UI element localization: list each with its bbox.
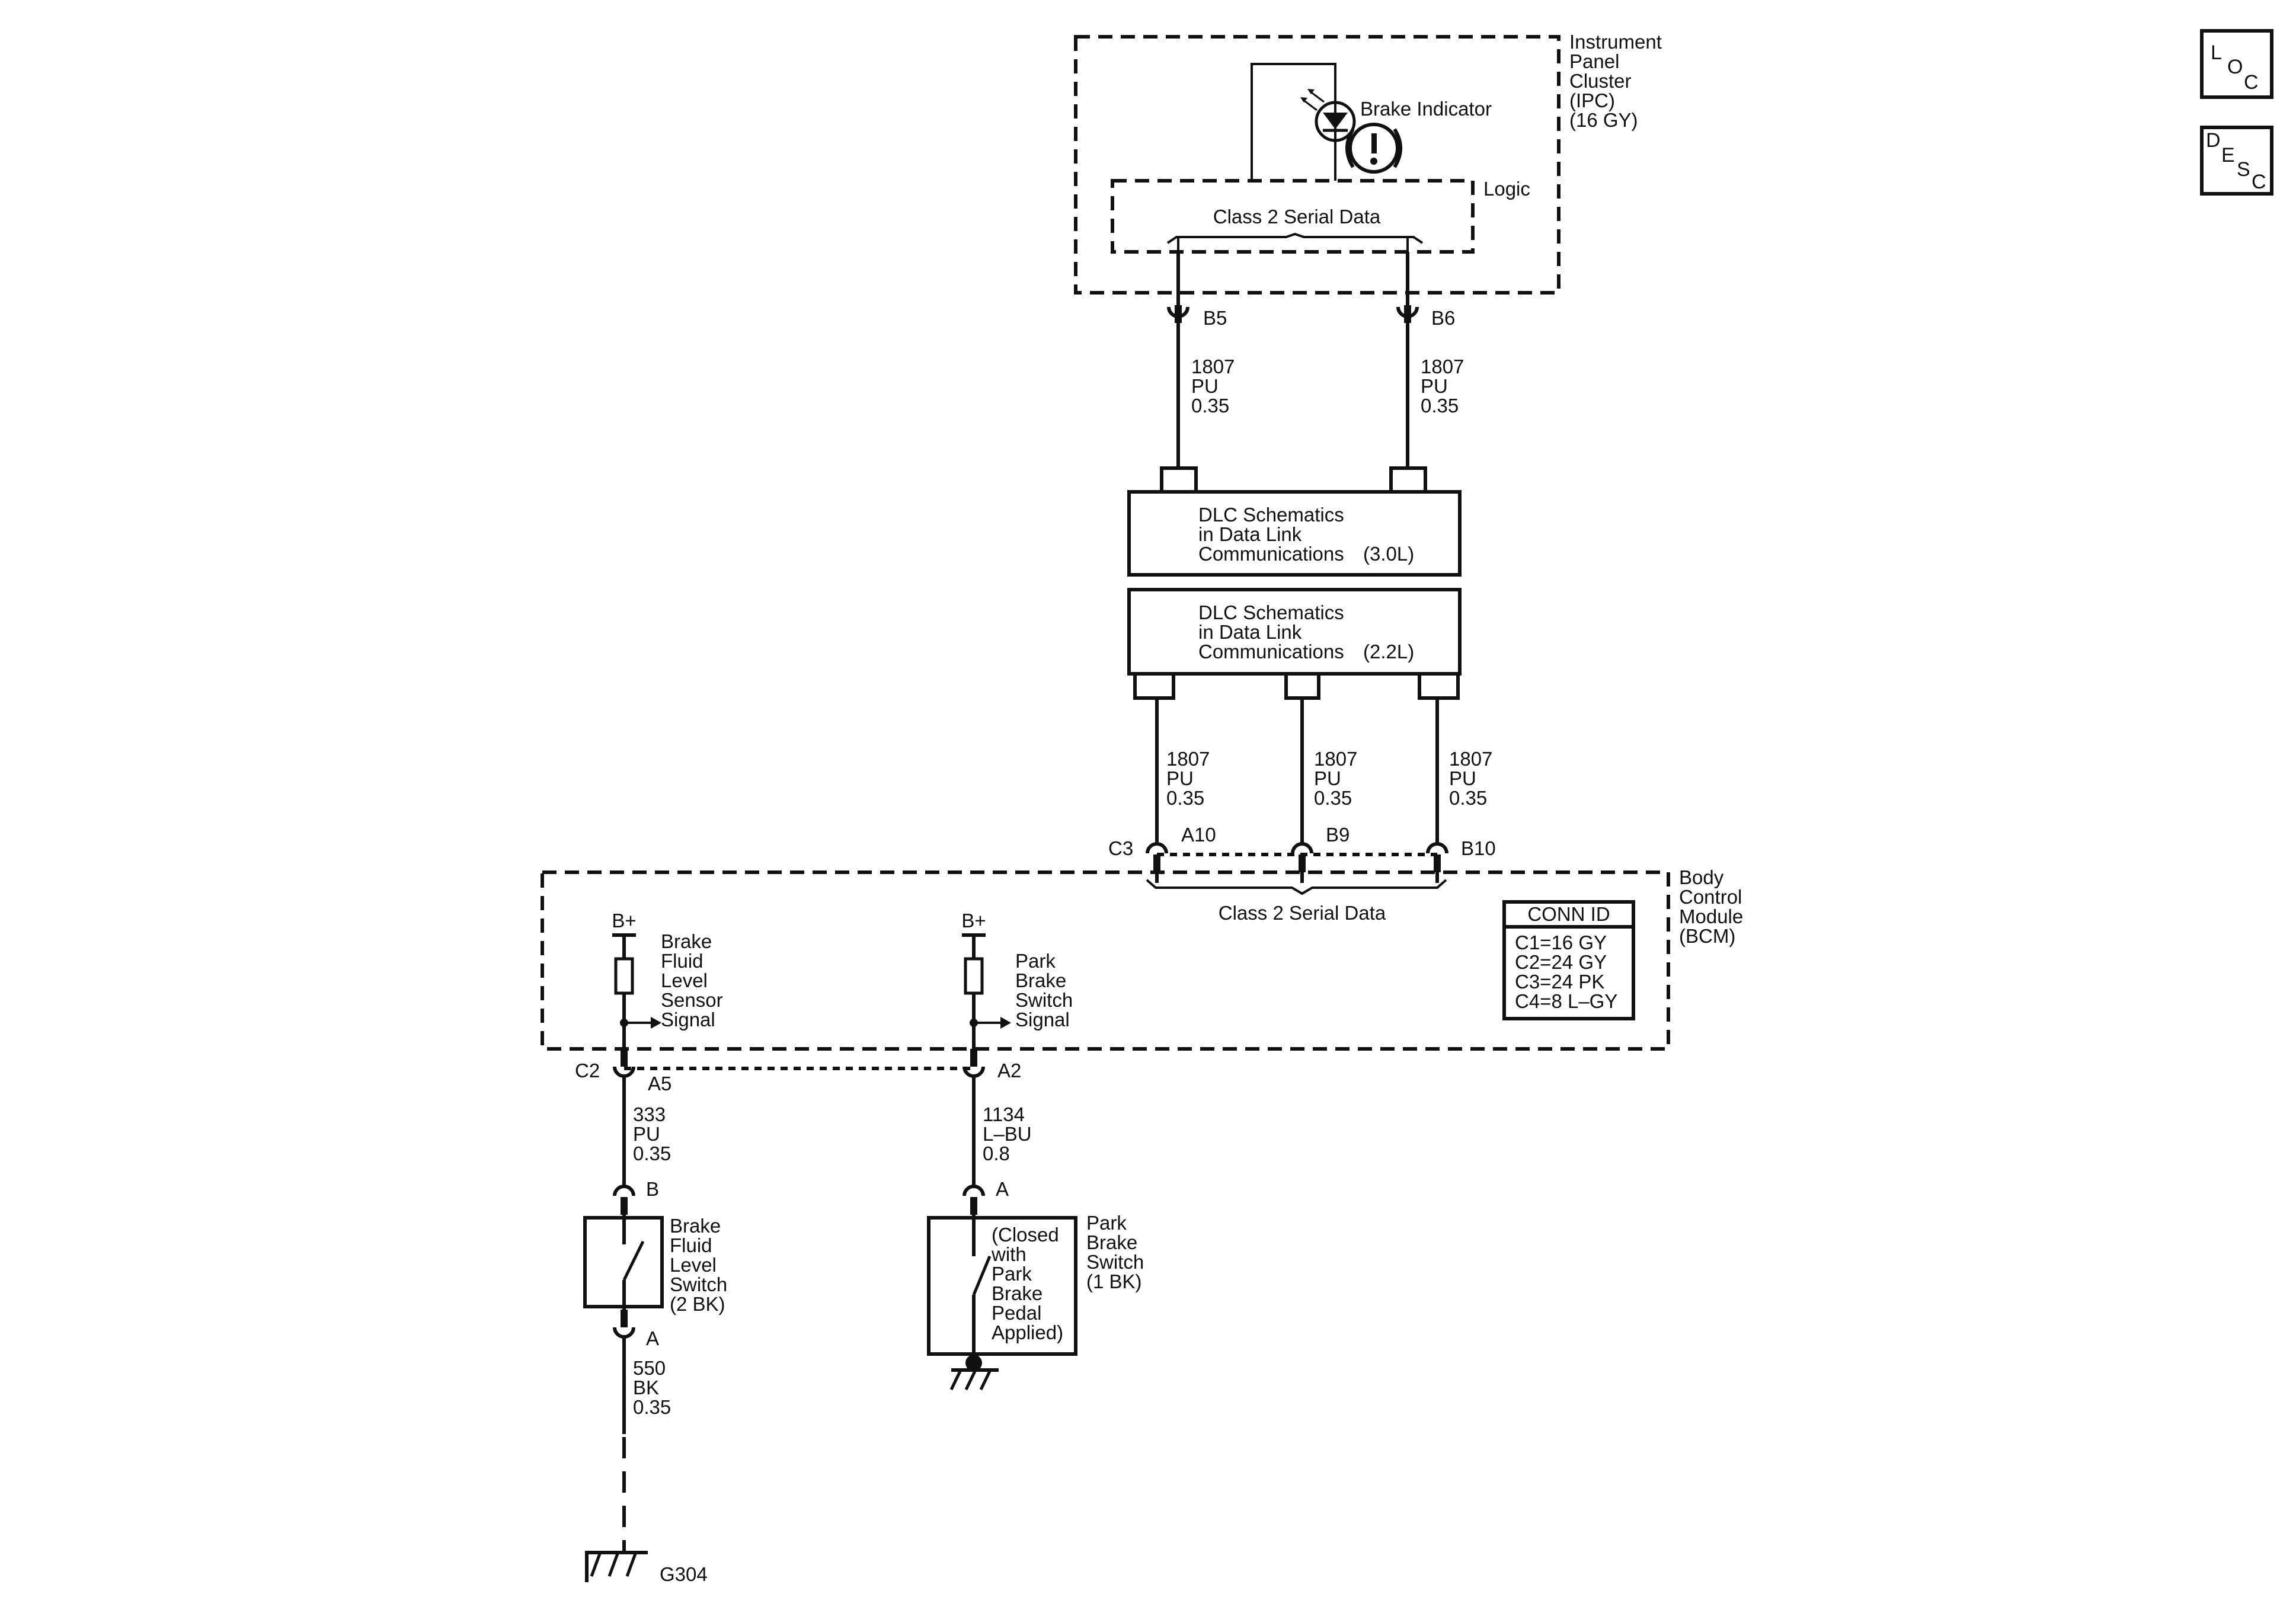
desc-letter-4: C [2252, 171, 2266, 193]
ground-g304-label: G304 [660, 1563, 708, 1585]
dlc30-label: DLC Schematics in Data Link Communicatio… [1198, 504, 1414, 565]
dlc22-connector-1 [1133, 674, 1175, 700]
bcm-title: Body Control Module (BCM) [1679, 866, 1748, 947]
dlc22-label: DLC Schematics in Data Link Communicatio… [1198, 601, 1414, 663]
park-brake-switch [927, 1215, 1077, 1371]
dlc30-connector-left [1160, 466, 1198, 492]
park-switch-inner-label: (Closed with Park Brake Pedal Applied) [991, 1224, 1064, 1343]
conn-id-row: C3=24 PK [1515, 971, 1604, 993]
park-switch-pin-a: A [996, 1178, 1009, 1200]
upper-wire-left-label: 1807 PU 0.35 [1191, 356, 1240, 417]
fluid-switch-pin-a: A [646, 1327, 659, 1349]
dlc22-connector-2 [1284, 674, 1320, 700]
desc-letter-3: S [2237, 158, 2250, 181]
bcm-serial-brace [1146, 879, 1447, 895]
fluid-signal-pullup: B+ [612, 910, 661, 1067]
ground-wire-label: 550 BK 0.35 [633, 1357, 671, 1418]
ipc-serial-brace [1166, 232, 1424, 244]
desc-letter-2: E [2221, 144, 2235, 167]
conn-id-row: C4=8 L–GY [1515, 990, 1617, 1012]
fluid-wire-label: 333 PU 0.35 [633, 1103, 671, 1164]
switch-contact-icon [972, 1256, 992, 1295]
pin-a2-label: A2 [997, 1060, 1021, 1081]
ipc-serial-data-label: Class 2 Serial Data [1213, 206, 1381, 228]
bplus-left-label: B+ [612, 910, 636, 932]
conn-id-header: CONN ID [1527, 903, 1610, 925]
brake-warning-icon [1345, 123, 1402, 174]
desc-button[interactable]: D E S C [2200, 126, 2273, 196]
bcm-module: Body Control Module (BCM) Class 2 Serial… [541, 866, 1748, 1067]
signal-arrow-icon [1000, 1017, 1011, 1029]
logic-label: Logic [1483, 178, 1530, 200]
connector-c2-label: C2 [575, 1060, 600, 1081]
loc-letter-2: O [2227, 56, 2243, 78]
fluid-switch-pin-b: B [646, 1178, 659, 1200]
connector-c3-label: C3 [1108, 837, 1133, 859]
park-signal-pullup: B+ [961, 910, 1011, 1067]
lower-wire-1-label: 1807 PU 0.35 [1166, 748, 1216, 809]
ipc-module: Instrument Panel Cluster (IPC) (16 GY) B… [1074, 31, 1667, 295]
pullup-resistor-icon [614, 957, 634, 995]
dlc22-connector-3 [1418, 674, 1460, 700]
loc-letter-3: C [2244, 71, 2259, 94]
conn-id-row: C1=16 GY [1515, 932, 1607, 953]
bcm-boundary [541, 870, 1670, 1051]
brake-indicator-led-icon [1300, 89, 1356, 142]
loc-button[interactable]: L O C [2200, 29, 2273, 99]
park-signal-label: Park Brake Switch Signal [1015, 950, 1078, 1030]
park-wire-label: 1134 L–BU 0.8 [983, 1103, 1037, 1164]
brake-indicator-label: Brake Indicator [1360, 98, 1492, 120]
switch-contact-icon [622, 1240, 645, 1281]
pin-b6-label: B6 [1431, 307, 1455, 329]
logic-boundary [1111, 179, 1475, 254]
pin-b10-label: B10 [1461, 837, 1496, 859]
brake-fluid-level-switch [583, 1215, 664, 1313]
lower-wire-2-label: 1807 PU 0.35 [1314, 748, 1363, 809]
bplus-right-label: B+ [961, 910, 986, 932]
upper-wire-right-label: 1807 PU 0.35 [1421, 356, 1470, 417]
fluid-signal-label: Brake Fluid Level Sensor Signal [661, 930, 728, 1030]
ipc-pin-b5: B5 [1167, 252, 1227, 468]
park-switch-label: Park Brake Switch (1 BK) [1086, 1212, 1149, 1292]
dlc30-connector-right [1389, 466, 1427, 492]
dlc-schematics-3-0l[interactable]: DLC Schematics in Data Link Communicatio… [1127, 490, 1462, 577]
signal-arrow-icon [651, 1017, 661, 1029]
pullup-resistor-icon [964, 957, 984, 995]
pin-b5-label: B5 [1203, 307, 1227, 329]
pin-a5-label: A5 [648, 1073, 671, 1094]
ground-g304-icon [585, 1547, 648, 1582]
pin-a10-label: A10 [1181, 824, 1216, 846]
conn-id-row: C2=24 GY [1515, 951, 1607, 973]
ipc-boundary [1074, 35, 1560, 295]
pin-b9-label: B9 [1326, 824, 1350, 846]
loc-letter-1: L [2211, 41, 2222, 64]
ipc-title: Instrument Panel Cluster (IPC) (16 GY) [1569, 31, 1667, 131]
desc-letter-1: D [2206, 129, 2221, 152]
bcm-c3-connector [1146, 842, 1448, 883]
conn-id-table: CONN ID C1=16 GY C2=24 GY C3=24 PK C4=8 … [1502, 900, 1635, 1020]
lower-wire-3-label: 1807 PU 0.35 [1449, 748, 1498, 809]
bcm-serial-data-label: Class 2 Serial Data [1219, 902, 1386, 924]
dlc-schematics-2-2l[interactable]: DLC Schematics in Data Link Communicatio… [1127, 588, 1462, 676]
case-ground-icon [949, 1363, 999, 1391]
ipc-pin-b6: B6 [1396, 252, 1455, 468]
fluid-switch-label: Brake Fluid Level Switch (2 BK) [670, 1215, 733, 1315]
